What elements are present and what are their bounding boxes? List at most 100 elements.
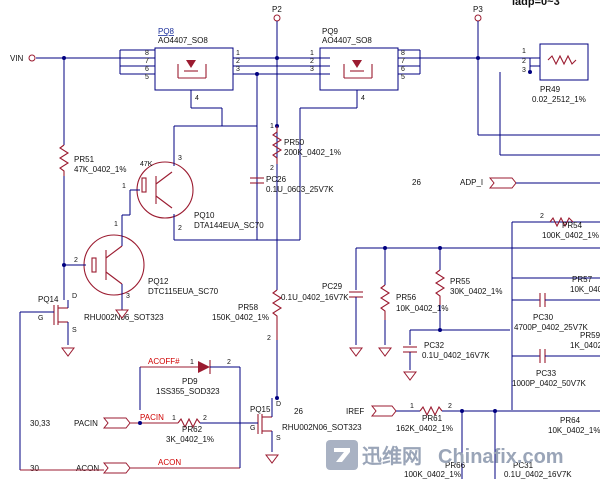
- pq8-mosfet: PQ8 AO4407_SO8 8 7 6 5 1 2 3 4: [119, 27, 330, 102]
- pc29-ref: PC29: [322, 282, 343, 291]
- svg-text:5: 5: [145, 74, 149, 81]
- pd9-value: 1SS355_SOD323: [156, 387, 220, 396]
- pc33-ref: PC33: [536, 369, 557, 378]
- pq15-ref: PQ15: [250, 405, 271, 414]
- watermark-cn: 迅维网: [362, 444, 422, 468]
- pr50-resistor: PR50 200K_0402_1% 1 2: [270, 123, 341, 172]
- svg-text:6: 6: [401, 66, 405, 73]
- pr50-ref: PR50: [284, 138, 305, 147]
- net-adp-i-label: ADP_I: [460, 178, 483, 187]
- watermark: 迅维网 Chinafix.com: [326, 440, 564, 470]
- svg-text:2: 2: [74, 257, 78, 264]
- pq9-value: AO4407_SO8: [322, 36, 372, 45]
- p3-testpoint: P3: [473, 5, 600, 136]
- vin-rail: VIN: [10, 54, 120, 63]
- pr51-resistor: PR51 47K_0402_1%: [58, 58, 127, 300]
- sense-network: PC29 0.1U_0402_16V7K PR56 10K_0402_1% PR…: [281, 246, 600, 381]
- svg-text:3: 3: [522, 67, 526, 74]
- pr57-value: 10K_0402_1%: [570, 285, 600, 294]
- pr66-ref: PR66: [445, 461, 466, 470]
- pr51-ref: PR51: [74, 155, 95, 164]
- pacin-port-label: PACIN: [74, 419, 98, 428]
- svg-text:2: 2: [203, 415, 207, 422]
- page-ref-30: 30: [30, 464, 39, 473]
- gate-link: [173, 72, 358, 240]
- svg-text:G: G: [250, 425, 255, 432]
- pacin-net: 30,33 PACIN PACIN 1 2 PR62 3K_0402_1%: [30, 413, 257, 444]
- svg-text:S: S: [276, 435, 281, 442]
- svg-text:3: 3: [126, 293, 130, 300]
- right-feedback: 2 PR54 100K_0402_1% PR57 10K_0402_1% PC3…: [511, 213, 600, 410]
- svg-text:2: 2: [522, 58, 526, 65]
- pd9-ref: PD9: [182, 377, 198, 386]
- svg-text:7: 7: [401, 58, 405, 65]
- net-vin-label: VIN: [10, 54, 24, 63]
- pr58-resistor: PR58 150K_0402_1% 2: [212, 196, 283, 400]
- pq8-value: AO4407_SO8: [158, 36, 208, 45]
- svg-text:3: 3: [310, 66, 314, 73]
- svg-text:1: 1: [122, 183, 126, 190]
- pq8-ref: PQ8: [158, 27, 175, 36]
- svg-text:D: D: [276, 401, 281, 408]
- acon-port-label: ACON: [76, 464, 99, 473]
- watermark-en: Chinafix.com: [438, 446, 564, 468]
- pc31-ref: PC31: [513, 461, 534, 470]
- acoff-net: ACOFF# 1 2 PD9 1SS355_SOD323: [139, 357, 241, 464]
- svg-text:D: D: [72, 293, 77, 300]
- net-p2-label: P2: [272, 5, 282, 14]
- pr49-value: 0.02_2512_1%: [532, 95, 586, 104]
- svg-text:1: 1: [522, 48, 526, 55]
- net-acon-label: ACON: [158, 458, 181, 467]
- svg-text:1: 1: [190, 359, 194, 366]
- pq12-value: DTC115EUA_SC70: [148, 287, 219, 296]
- svg-text:1: 1: [270, 123, 274, 130]
- pr59-value: 1K_0402: [570, 341, 600, 350]
- net-26-label: 26: [412, 178, 421, 187]
- svg-text:1: 1: [410, 403, 414, 410]
- pq10-ref: PQ10: [194, 211, 215, 220]
- svg-text:7: 7: [145, 58, 149, 65]
- pr54-ref: PR54: [562, 221, 583, 230]
- pr56-ref: PR56: [396, 293, 417, 302]
- pr55-value: 30K_0402_1%: [450, 287, 503, 296]
- pr56-value: 10K_0402_1%: [396, 304, 449, 313]
- pr55-ref: PR55: [450, 277, 471, 286]
- pc32-value: 0.1U_0402_16V7K: [422, 351, 490, 360]
- svg-text:2: 2: [540, 213, 544, 220]
- pq9-mosfet: PQ9 AO4407_SO8 1 2 3 8 7 6 5 4: [310, 27, 530, 102]
- svg-text:2: 2: [236, 58, 240, 65]
- pr62-ref: PR62: [182, 425, 203, 434]
- pr50-value: 200K_0402_1%: [284, 148, 341, 157]
- pr64-ref: PR64: [560, 416, 581, 425]
- svg-text:3: 3: [178, 155, 182, 162]
- pr54-value: 100K_0402_1%: [542, 231, 599, 240]
- pq15-value: RHU002N06_SOT323: [282, 423, 362, 432]
- iref-net: IREF 1 2 PR61 162K_0402_1% PR64 10K_0402…: [346, 403, 600, 479]
- net-26b-label: 26: [294, 407, 303, 416]
- pc29-value: 0.1U_0402_16V7K: [281, 293, 349, 302]
- net-pacin-label: PACIN: [140, 413, 164, 422]
- watermark-logo-icon: [326, 440, 358, 470]
- pc31-value: 0.1U_0402_16V7K: [504, 470, 572, 479]
- svg-text:3: 3: [236, 66, 240, 73]
- svg-text:4: 4: [361, 95, 365, 102]
- pc26-capacitor: PC26 0.1U_0603_25V7K: [250, 164, 334, 196]
- pr51-value: 47K_0402_1%: [74, 165, 127, 174]
- svg-text:2: 2: [310, 58, 314, 65]
- pr49-resistor: 1 2 3 PR49 0.02_2512_1%: [499, 43, 600, 156]
- pr62-value: 3K_0402_1%: [166, 435, 214, 444]
- pc30-value: 4700P_0402_25V7K: [514, 323, 589, 332]
- svg-text:2: 2: [178, 225, 182, 232]
- pr57-ref: PR57: [572, 275, 593, 284]
- pq12-ref: PQ12: [148, 277, 169, 286]
- pq10-value: DTA144EUA_SC70: [194, 221, 264, 230]
- pc33-value: 1000P_0402_50V7K: [512, 379, 587, 388]
- pr59-ref: PR59: [580, 331, 600, 340]
- svg-text:8: 8: [401, 50, 405, 57]
- pq10-transistor: 47K 3 1 2 PQ10 DTA144EUA_SC70: [122, 152, 300, 241]
- svg-text:2: 2: [267, 335, 271, 342]
- acon-net: 30 ACON ACON: [20, 458, 241, 474]
- pq14-value: RHU002N06_SOT323: [84, 313, 164, 322]
- svg-text:5: 5: [401, 74, 405, 81]
